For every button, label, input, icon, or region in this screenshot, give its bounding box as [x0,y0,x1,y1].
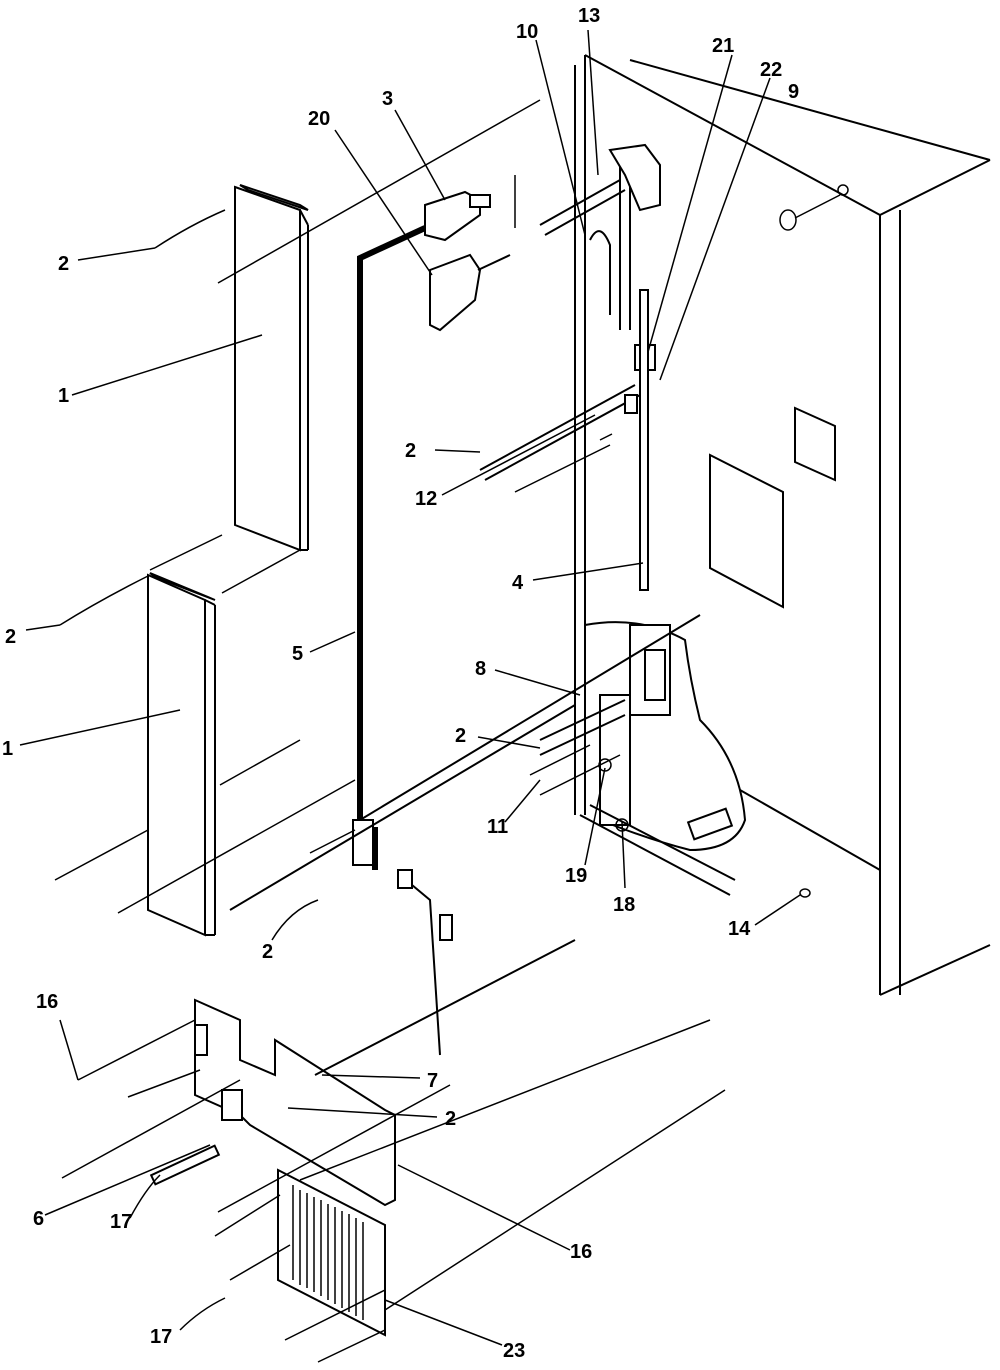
fittings [424,190,511,332]
callout-6: 6 [33,1208,44,1230]
callout-23: 23 [503,1340,525,1362]
callout-arrows [19,29,841,1346]
cover-panel-lower [147,572,216,937]
callout-17: 17 [150,1326,172,1348]
cabinet-back [574,54,991,996]
callout-2: 2 [5,626,16,648]
callout-16: 16 [570,1241,592,1263]
callout-2: 2 [262,941,273,963]
callout-22: 22 [760,59,782,81]
callout-18: 18 [613,894,635,916]
callout-7: 7 [427,1070,438,1092]
callout-16: 16 [36,991,58,1013]
callout-21: 21 [712,35,734,57]
callout-1: 1 [2,738,13,760]
callout-5: 5 [292,643,303,665]
callout-19: 19 [565,865,587,887]
callout-8: 8 [475,658,486,680]
callout-4: 4 [512,572,524,594]
water-valve-area [529,621,747,896]
callout-2: 2 [445,1108,456,1130]
callout-12: 12 [415,488,437,510]
lower-bracket [194,939,576,1207]
callout-2: 2 [455,725,466,747]
callout-2: 2 [405,440,416,462]
tube-assembly-5 [229,225,701,1056]
callout-20: 20 [308,108,330,130]
callout-10: 10 [516,21,538,43]
callout-14: 14 [728,918,751,940]
upper-tubing-assembly [479,143,661,591]
callout-17: 17 [110,1211,132,1233]
callout-1: 1 [58,385,69,407]
base-grille [149,1144,386,1337]
callout-2: 2 [58,253,69,275]
callout-13: 13 [578,5,600,27]
callout-numbers: 13 10 21 22 9 3 20 2 1 2 12 4 2 5 8 1 2 … [2,5,799,1362]
cover-panel-upper [234,184,309,552]
callout-9: 9 [788,81,799,103]
leader-lines [54,99,726,1363]
callout-11: 11 [487,816,508,838]
callout-3: 3 [382,88,393,110]
